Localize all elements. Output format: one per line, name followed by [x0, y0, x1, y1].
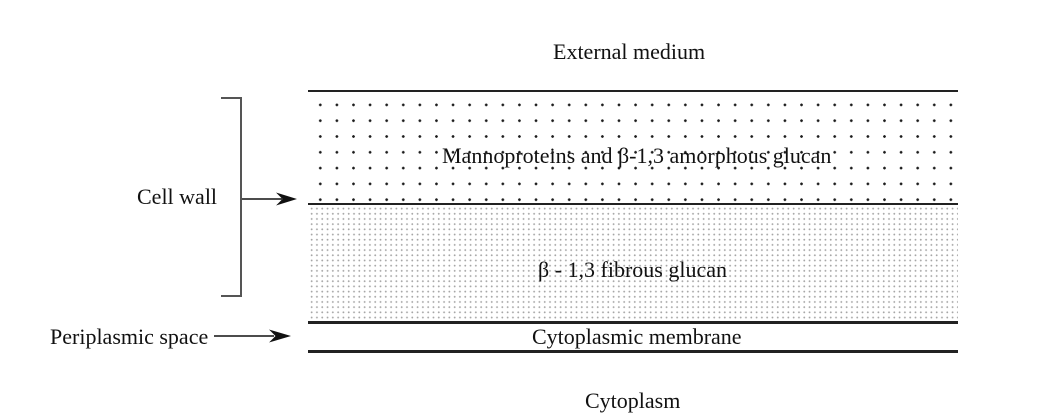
periplasmic-space-arrow	[214, 329, 291, 343]
outer-wall-boundary-line	[308, 90, 958, 92]
cytoplasmic-membrane-label: Cytoplasmic membrane	[532, 324, 742, 349]
fibrous-glucan-layer-label: β - 1,3 fibrous glucan	[538, 257, 727, 282]
cytoplasm-label: Cytoplasm	[585, 388, 681, 413]
external-medium-label: External medium	[553, 39, 706, 64]
cell-wall-arrow	[242, 192, 297, 206]
cell-wall-bracket-top-arm	[221, 97, 241, 99]
fibrous-glucan-layer	[308, 205, 958, 321]
membrane-bottom-line	[308, 350, 958, 353]
cell-wall-bracket-bottom-arm	[221, 295, 241, 297]
cell-wall-bracket-vertical	[240, 97, 242, 297]
wall-layer-divider-line	[308, 203, 958, 205]
mannoprotein-amorphous-glucan-layer	[308, 92, 958, 203]
periplasmic-space-label: Periplasmic space	[50, 324, 209, 349]
mannoprotein-layer-label: Mannoproteins and β-1,3 amorphous glucan	[442, 143, 832, 168]
cell-wall-label: Cell wall	[137, 184, 218, 209]
membrane-top-line	[308, 321, 958, 324]
